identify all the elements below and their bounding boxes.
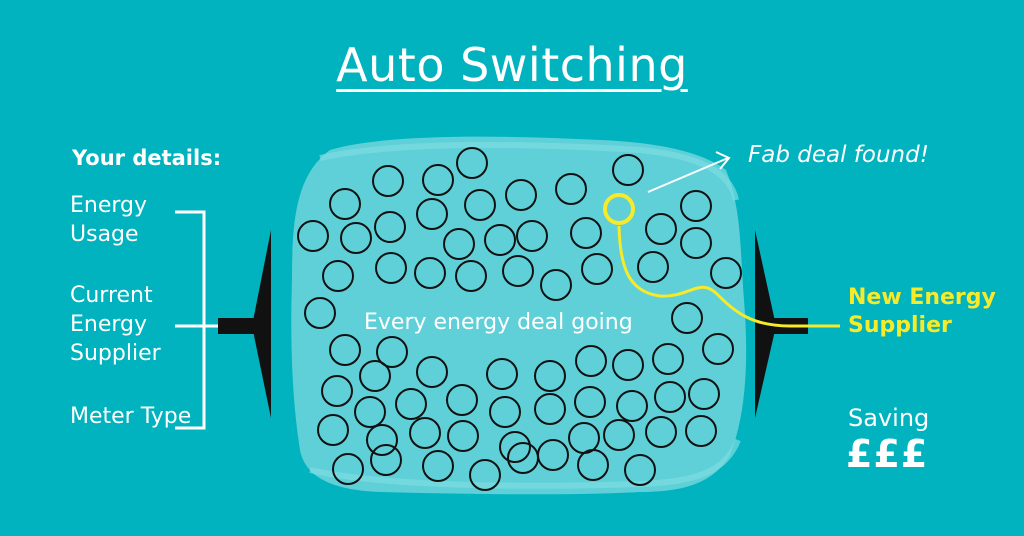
deal-circle	[540, 269, 572, 301]
deal-circle	[616, 390, 648, 422]
new-supplier-label: New Energy Supplier	[848, 285, 996, 338]
deal-circle	[340, 222, 372, 254]
deal-circle	[637, 251, 669, 283]
deal-circle	[502, 255, 534, 287]
deal-circle	[612, 349, 644, 381]
deal-circle	[375, 252, 407, 284]
deal-circle	[612, 154, 644, 186]
deal-circle	[464, 189, 496, 221]
deal-circle	[414, 257, 446, 289]
deal-circle	[322, 260, 354, 292]
deal-circle	[416, 356, 448, 388]
deal-circle	[422, 450, 454, 482]
deal-circle	[359, 360, 391, 392]
deal-circle	[422, 164, 454, 196]
deal-circle	[416, 198, 448, 230]
arrow-icon	[647, 151, 731, 193]
deal-found-annotation: Fab deal found!	[748, 142, 929, 168]
deal-circles	[297, 147, 742, 491]
diagram-title-text: Auto Switching	[336, 38, 688, 92]
deal-circle	[321, 375, 353, 407]
details-heading: Your details:	[72, 146, 222, 170]
deal-circle	[603, 419, 635, 451]
winning-deal-path	[617, 225, 840, 328]
deal-circle	[654, 381, 686, 413]
deal-circle	[329, 334, 361, 366]
deal-circle	[486, 358, 518, 390]
details-bracket	[175, 210, 206, 430]
deal-circle	[443, 228, 475, 260]
deal-circle	[645, 213, 677, 245]
deal-circle	[680, 227, 712, 259]
deal-circle	[304, 297, 336, 329]
deal-circle	[332, 453, 364, 485]
deal-pool-brush-stroke-bottom	[309, 438, 741, 489]
diagram-title: Auto Switching	[0, 38, 1024, 92]
found-deal-circle	[603, 193, 635, 225]
deal-circle	[484, 224, 516, 256]
saving-value: £££	[846, 432, 929, 476]
deal-circle	[688, 378, 720, 410]
deal-circle	[446, 384, 478, 416]
deal-circle	[374, 211, 406, 243]
deal-circle	[645, 416, 677, 448]
deal-pool-brush-stroke	[319, 141, 739, 201]
deal-circle	[455, 260, 487, 292]
saving-label: Saving	[848, 404, 930, 432]
deal-circle	[456, 147, 488, 179]
deal-circle	[710, 257, 742, 289]
deal-circle	[685, 415, 717, 447]
deal-circle	[297, 220, 329, 252]
deal-circle	[395, 388, 427, 420]
deal-circle	[372, 165, 404, 197]
deal-circle	[570, 217, 602, 249]
deal-circle	[652, 343, 684, 375]
deal-circle	[370, 444, 402, 476]
left-funnel-icon	[218, 230, 271, 418]
deal-circle	[409, 417, 441, 449]
deal-circle	[624, 454, 656, 486]
deal-circle	[671, 302, 703, 334]
deal-circle	[516, 220, 548, 252]
deal-circle	[499, 431, 531, 463]
deal-circle	[577, 449, 609, 481]
deal-circle	[581, 253, 613, 285]
deal-circle	[555, 173, 587, 205]
deal-circle	[574, 386, 606, 418]
meter-type-label: Meter Type	[70, 404, 192, 429]
deal-circle	[354, 396, 386, 428]
deal-circle	[329, 188, 361, 220]
deal-circle	[575, 345, 607, 377]
energy-usage-label: Energy Usage	[70, 193, 148, 247]
deal-circle	[489, 396, 521, 428]
deal-circle	[702, 333, 734, 365]
current-supplier-label: Current Energy Supplier	[70, 283, 161, 366]
deal-circle	[534, 360, 566, 392]
deal-circle	[447, 420, 479, 452]
deal-circle	[680, 190, 712, 222]
pool-label: Every energy deal going	[364, 310, 633, 335]
deal-circle	[376, 336, 408, 368]
deal-circle	[507, 442, 539, 474]
deal-circle	[317, 414, 349, 446]
deal-circle	[366, 424, 398, 456]
deal-circle	[469, 459, 501, 491]
deal-circle	[534, 393, 566, 425]
deal-circle	[505, 179, 537, 211]
